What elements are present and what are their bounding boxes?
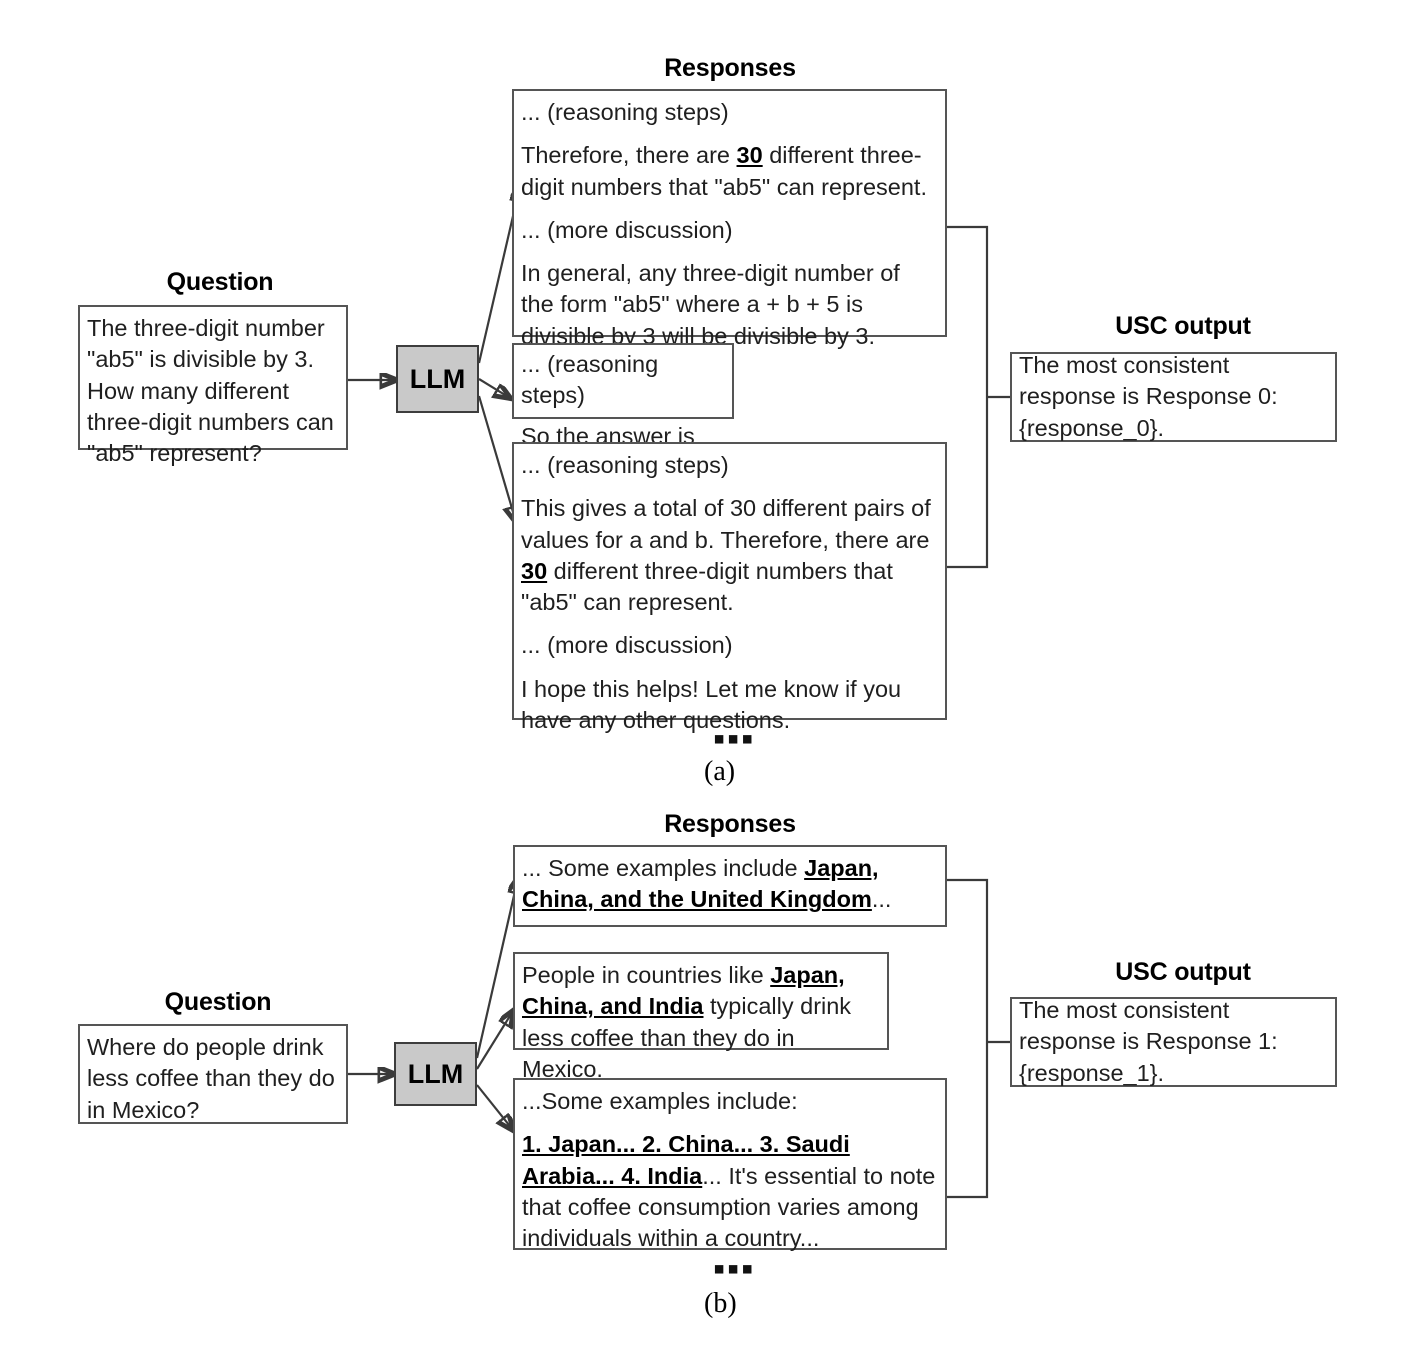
highlight-answer: Japan, China, and India: [522, 962, 845, 1020]
response-line: 1. Japan... 2. China... 3. Saudi Arabia.…: [522, 1131, 936, 1251]
response-line: ... Some examples include Japan, China, …: [522, 855, 892, 913]
panel-b-question-text: Where do people drink less coffee than t…: [87, 1034, 335, 1123]
panel-b-response-0: ... Some examples include Japan, China, …: [513, 845, 947, 927]
panel-b-usc-box: The most consistent response is Response…: [1010, 997, 1337, 1087]
panel-b-question-heading: Question: [164, 988, 272, 1016]
panel-b-llm-label: LLM: [407, 1058, 464, 1089]
arrow-llm-to-response2-a: [477, 395, 516, 522]
panel-b-usc-heading: USC output: [1115, 958, 1251, 986]
panel-b-llm-box: LLM: [394, 1042, 477, 1106]
bracket-responses-a: [946, 225, 989, 569]
panel-a-ellipsis: ▪▪▪: [713, 720, 756, 758]
response-line: This gives a total of 30 different pairs…: [521, 495, 931, 615]
response-line: I hope this helps! Let me know if you ha…: [521, 675, 902, 733]
panel-b-ellipsis: ▪▪▪: [713, 1250, 756, 1288]
response-line: ...Some examples include:: [522, 1088, 798, 1114]
panel-a-question-box: The three-digit number "ab5" is divisibl…: [78, 305, 348, 466]
highlight-answer: 1. Japan... 2. China... 3. Saudi Arabia.…: [522, 1131, 850, 1189]
arrow-llm-to-response0-b: [475, 878, 518, 1059]
response-line: Therefore, there are 30 different three-…: [521, 142, 927, 200]
panel-a-llm-label: LLM: [409, 363, 466, 394]
panel-b-response-1: People in countries like Japan, China, a…: [513, 952, 889, 1082]
panel-b-responses-heading: Responses: [664, 810, 796, 838]
response-line: ... (reasoning steps): [521, 452, 729, 478]
arrow-llm-to-response2-b: [476, 1084, 513, 1130]
highlight-answer: Japan, China, and the United Kingdom: [522, 855, 879, 913]
highlight-answer: 30: [736, 142, 763, 169]
panel-b-usc-text: The most consistent response is Response…: [1019, 997, 1278, 1086]
response-line: People in countries like Japan, China, a…: [522, 962, 852, 1082]
arrow-llm-to-response1-a: [478, 378, 510, 398]
panel-a-usc-heading: USC output: [1115, 312, 1251, 340]
response-line: In general, any three-digit number of th…: [521, 260, 900, 349]
response-line: ... (more discussion): [521, 632, 733, 659]
panel-a-response-2: ... (reasoning steps) This gives a total…: [512, 442, 947, 733]
panel-b-question-box: Where do people drink less coffee than t…: [78, 1024, 348, 1124]
panel-a-llm-box: LLM: [396, 345, 479, 413]
panel-b-label: (b): [704, 1288, 737, 1319]
panel-a-usc-text: The most consistent response is Response…: [1019, 352, 1278, 441]
panel-a-question-heading: Question: [166, 268, 274, 296]
panel-a-label: (a): [704, 756, 736, 787]
arrow-llm-to-response1-b: [476, 1011, 513, 1070]
bracket-responses-b: [946, 878, 989, 1199]
response-line: ... (reasoning steps): [521, 351, 659, 409]
panel-b-response-2: ...Some examples include: 1. Japan... 2.…: [513, 1078, 947, 1251]
highlight-answer: 30: [521, 557, 548, 584]
panel-a-usc-box: The most consistent response is Response…: [1010, 352, 1337, 442]
response-line: ... (more discussion): [521, 216, 733, 243]
panel-a-response-1: ... (reasoning steps) So the answer is 3…: [512, 343, 734, 480]
panel-a-response-0: ... (reasoning steps) Therefore, there a…: [512, 89, 947, 349]
response-line: ... (reasoning steps): [521, 99, 729, 125]
panel-a-responses-heading: Responses: [664, 54, 796, 82]
panel-a-question-text: The three-digit number "ab5" is divisibl…: [87, 315, 334, 466]
